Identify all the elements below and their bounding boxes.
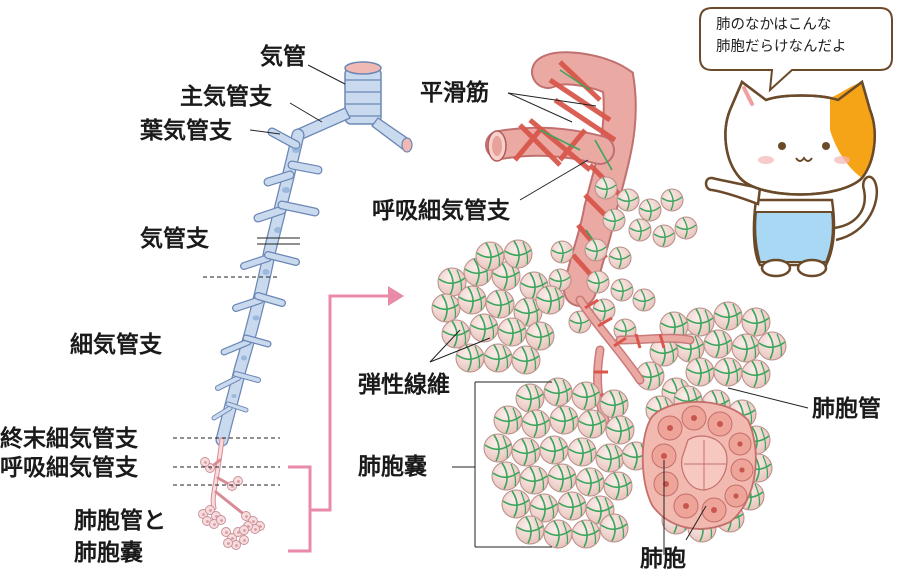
label-smooth-muscle: 平滑筋 xyxy=(420,80,489,106)
label-trachea: 気管 xyxy=(260,44,306,70)
label-bronchus: 気管支 xyxy=(140,226,209,252)
label-alveolar-sac: 肺胞嚢 xyxy=(358,454,427,480)
label-terminal-bronchiole: 終末細気管支 xyxy=(0,426,138,452)
left-leader-lines xyxy=(173,64,346,486)
label-alveolar-duct: 肺胞管 xyxy=(812,396,881,422)
label-lobar-bronchus: 葉気管支 xyxy=(140,118,232,144)
speech-bubble-line1: 肺のなかはこんな xyxy=(716,17,832,33)
label-bronchiole: 細気管支 xyxy=(70,332,162,358)
label-alveolar-duct-and-sac-2: 肺胞嚢 xyxy=(74,540,143,566)
label-main-bronchus: 主気管支 xyxy=(180,84,272,110)
magnify-arrow xyxy=(288,286,404,553)
cat-mascot xyxy=(704,79,879,278)
label-alveolus: 肺胞 xyxy=(640,546,686,572)
label-respiratory-bronchiole-left: 呼吸細気管支 xyxy=(0,455,138,481)
label-elastic-fiber: 弾性線維 xyxy=(358,372,450,398)
label-alveolar-duct-and-sac-1: 肺胞管と xyxy=(74,508,166,534)
alveolar-sac-cross-section xyxy=(641,385,773,543)
alveolar-sac-large xyxy=(483,377,651,549)
trachea-illustration xyxy=(344,61,382,125)
speech-bubble-line2: 肺胞だらけなんだよ xyxy=(716,39,847,55)
bronchial-tree xyxy=(198,61,413,550)
alveoli-left-cluster xyxy=(431,239,565,375)
speech-bubble xyxy=(699,7,893,93)
label-respiratory-bronchiole-right: 呼吸細気管支 xyxy=(372,198,510,224)
right-leader-lines xyxy=(429,92,809,555)
magnified-alveoli xyxy=(431,51,787,549)
